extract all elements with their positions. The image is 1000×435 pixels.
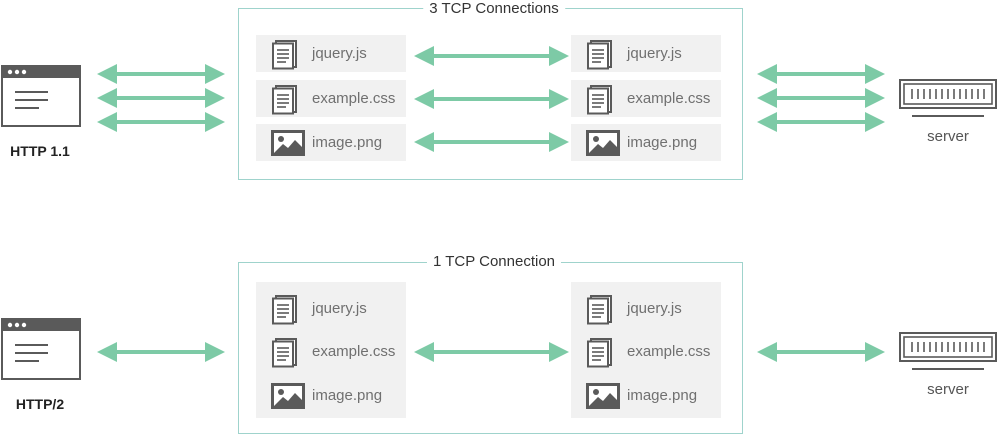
image-icon	[271, 383, 305, 409]
transfer-arrows	[414, 342, 569, 362]
file-name: example.css	[627, 90, 711, 107]
image-icon	[586, 130, 620, 156]
server-icon	[898, 78, 998, 120]
image-icon	[586, 383, 620, 409]
file-row: jquery.js	[256, 290, 406, 327]
server-icon	[898, 331, 998, 373]
client-label: HTTP 1.1	[10, 143, 70, 159]
client-label: HTTP/2	[15, 396, 65, 412]
client-arrows	[97, 342, 225, 362]
client-file-panel: jquery.js example.css image.png	[256, 35, 406, 163]
server-file-panel: jquery.js example.css image.png	[571, 282, 721, 418]
file-row: jquery.js	[571, 290, 721, 327]
file-row: example.css	[256, 333, 406, 370]
document-icon	[587, 85, 613, 115]
server-arrows	[757, 342, 885, 362]
client-file-panel: jquery.js example.css image.png	[256, 282, 406, 418]
file-row: example.css	[571, 333, 721, 370]
file-name: example.css	[312, 343, 396, 360]
browser-icon	[1, 65, 81, 127]
file-row: image.png	[571, 124, 721, 161]
document-icon	[587, 338, 613, 368]
file-name: image.png	[627, 134, 698, 151]
document-icon	[587, 295, 613, 325]
server-arrows	[757, 64, 885, 132]
file-name: example.css	[627, 343, 711, 360]
file-row: jquery.js	[256, 35, 406, 72]
server-label: server	[927, 128, 969, 145]
server-label: server	[927, 381, 969, 398]
image-icon	[271, 130, 305, 156]
file-row: example.css	[571, 80, 721, 117]
file-name: image.png	[312, 387, 383, 404]
connection-title: 3 TCP Connections	[423, 0, 565, 17]
transfer-arrows	[414, 46, 569, 152]
file-row: jquery.js	[571, 35, 721, 72]
file-name: example.css	[312, 90, 396, 107]
file-row: example.css	[256, 80, 406, 117]
file-row: image.png	[571, 377, 721, 414]
file-name: image.png	[312, 134, 383, 151]
file-name: jquery.js	[627, 45, 682, 62]
document-icon	[587, 40, 613, 70]
document-icon	[272, 338, 298, 368]
file-row: image.png	[256, 377, 406, 414]
server-file-panel: jquery.js example.css image.png	[571, 35, 721, 163]
document-icon	[272, 40, 298, 70]
browser-icon	[1, 318, 81, 380]
file-name: jquery.js	[627, 300, 682, 317]
client-arrows	[97, 64, 225, 132]
connection-title: 1 TCP Connection	[426, 253, 562, 270]
file-row: image.png	[256, 124, 406, 161]
file-name: jquery.js	[312, 300, 367, 317]
file-name: image.png	[627, 387, 698, 404]
file-name: jquery.js	[312, 45, 367, 62]
document-icon	[272, 85, 298, 115]
document-icon	[272, 295, 298, 325]
